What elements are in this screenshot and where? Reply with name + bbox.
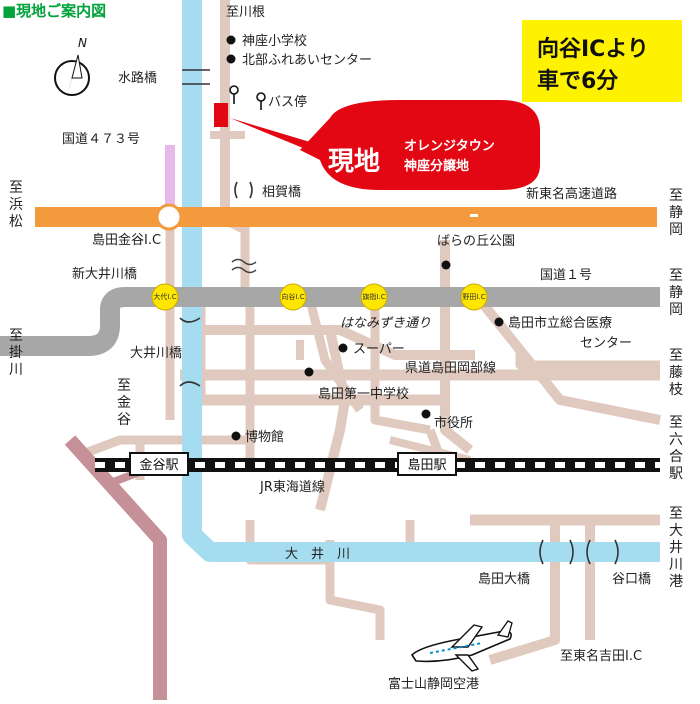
label-shin-ooigawa: 新大井川橋 — [72, 266, 137, 282]
label-hokubu-center: 北部ふれあいセンター — [242, 53, 372, 68]
label-hanamizuki: はなみずき通り — [340, 316, 431, 331]
label-super: スーパー — [353, 342, 405, 357]
label-daiichi-jh: 島田第一中学校 — [318, 386, 409, 402]
site-callout — [300, 100, 540, 190]
label-higashi-yoshida: 至東名吉田I.C — [560, 648, 642, 664]
label-bus-stop: バス停 — [268, 94, 307, 110]
callout-line2: 車で6分 — [537, 69, 618, 94]
bridge-markers — [179, 69, 619, 565]
ic-badge-mukoya: 向谷I.C — [281, 292, 304, 301]
label-museum: 博物館 — [245, 430, 284, 445]
site-callout-pointer — [230, 118, 320, 155]
label-kawane: 至川根 — [226, 5, 265, 20]
vlabel-shizuoka-top: 至静岡 — [669, 188, 683, 238]
ic-shimada-kanaya-marker — [155, 203, 183, 231]
rail-oigawa — [64, 435, 167, 700]
vlabel-ooigawa-port: 至大井川港 — [669, 506, 683, 590]
label-suirobashi: 水路橋 — [118, 70, 157, 86]
label-cityhall: 市役所 — [434, 415, 473, 431]
wave-icon — [231, 258, 257, 266]
ic-badge-noda: 野田I.C — [462, 293, 485, 301]
kanaya-station: 金谷駅 — [139, 457, 178, 473]
ic-badge-hatasashi: 旗指I.C — [362, 292, 385, 301]
label-airport: 富士山静岡空港 — [388, 676, 479, 692]
label-kanza-school: 神座小学校 — [242, 33, 307, 49]
site-label: 現地 — [328, 147, 380, 177]
callout-line1: 向谷ICより — [537, 36, 649, 62]
label-shimada-oohashi: 島田大橋 — [478, 572, 530, 587]
site-sub2: 神座分譲地 — [404, 158, 469, 174]
label-route1: 国道１号 — [540, 268, 592, 283]
label-shintomei: 新東名高速道路 — [526, 186, 617, 202]
label-shimada-kanaya-ic: 島田金谷I.C — [92, 232, 161, 248]
label-hospital: 島田市立総合医療 — [508, 315, 612, 331]
callout-box — [522, 20, 682, 102]
airplane-icon — [410, 620, 513, 672]
label-hospital2: センター — [580, 336, 632, 351]
label-ooigawabashi: 大井川橋 — [130, 346, 182, 361]
poi-markers — [226, 35, 504, 441]
route1 — [0, 287, 660, 356]
ic-badge-oshiro: 大代I.C — [153, 292, 176, 301]
vlabel-fujieda: 至藤枝 — [669, 348, 683, 398]
label-ooi-river: 大 井 川 — [285, 547, 350, 562]
ic-badges: 大代I.C 向谷I.C 旗指I.C 野田I.C — [151, 283, 488, 311]
label-aigabashi: 相賀橋 — [262, 185, 301, 200]
road-south-kanaya — [325, 540, 385, 640]
label-jr-line: JR東海道線 — [259, 479, 325, 495]
site-sub1: オレンジタウン — [404, 139, 495, 154]
vlabel-kanaya-to: 至金谷 — [117, 378, 131, 428]
label-prefroad: 県道島田岡部線 — [405, 360, 496, 376]
highway-shin-tomei — [35, 207, 657, 227]
label-route473: 国道４７３号 — [62, 132, 140, 147]
label-barano-oka: ばらの丘公園 — [437, 234, 515, 249]
label-taniguchi: 谷口橋 — [612, 572, 651, 587]
north-arrow-icon — [54, 54, 90, 100]
vlabel-rokugo: 至六合駅 — [669, 415, 683, 482]
shimada-station: 島田駅 — [407, 458, 446, 473]
river-ooigawa — [182, 0, 660, 562]
bus-stop-icon — [229, 85, 266, 110]
shimada-station-box — [397, 452, 457, 476]
site-marker — [214, 103, 228, 127]
map-header: ■現地ご案内図 — [2, 2, 106, 20]
vlabel-shizuoka-mid: 至静岡 — [669, 268, 683, 318]
kanaya-station-box — [129, 452, 189, 476]
vlabel-hamamatsu: 至浜松 — [9, 180, 23, 230]
vlabel-kakegawa: 至掛川 — [9, 328, 23, 378]
north-label: N — [78, 36, 87, 50]
